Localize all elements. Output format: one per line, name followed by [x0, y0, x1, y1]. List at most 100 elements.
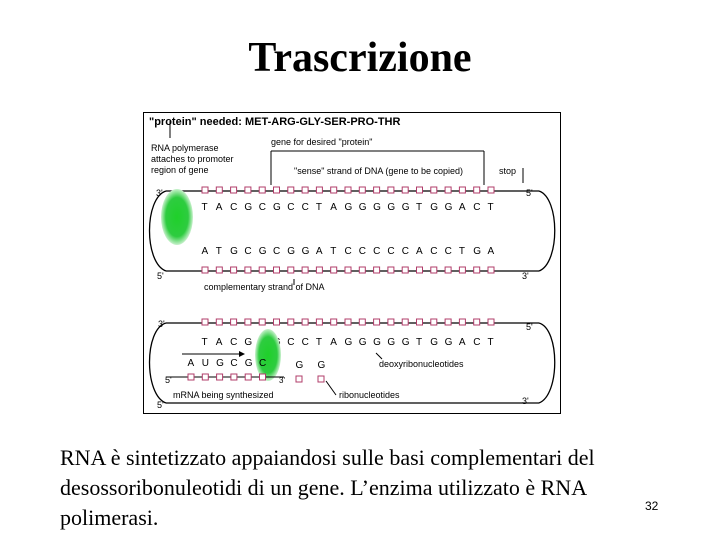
comp-nucleotide: [373, 266, 381, 274]
bottom-sense-nucleotide: [301, 318, 309, 326]
comp-nucleotide: [473, 266, 481, 274]
comp-nucleotide: [416, 266, 423, 274]
bottom-sense-nucleotide: [201, 318, 209, 326]
comp-base: C: [402, 246, 409, 257]
comp-nucleotide: [444, 266, 452, 274]
comp-nucleotide: [230, 266, 238, 274]
bottom-sense-nucleotide: [215, 318, 223, 326]
comp-base: C: [345, 246, 352, 257]
mrna-nucleotide: [187, 373, 195, 381]
bottom-sense-base: C: [473, 337, 480, 348]
bottom-sense-nucleotide: [358, 318, 366, 326]
sense-base: C: [473, 202, 480, 213]
transcription-diagram: "protein" needed: MET-ARG-GLY-SER-PRO-TH…: [143, 112, 561, 414]
sense-nucleotide: [201, 186, 209, 194]
sense-base: G: [373, 202, 381, 213]
sense-base: C: [230, 202, 237, 213]
bottom-sense-nucleotide: [244, 318, 252, 326]
sense-nucleotide: [315, 186, 323, 194]
ribo-pointer: [325, 380, 337, 396]
ribonucleotides-label: ribonucleotides: [339, 390, 400, 400]
bottom-sense-nucleotide: [258, 318, 266, 326]
mrna-label: mRNA being synthesized: [173, 390, 274, 400]
comp-nucleotide: [387, 266, 395, 274]
comp-base: T: [459, 246, 465, 257]
bottom-sense-base: A: [216, 337, 223, 348]
bottom-sense-base: T: [416, 337, 422, 348]
helix-left-curve: [148, 190, 167, 272]
comp-base: T: [330, 246, 336, 257]
comp-base: G: [259, 246, 267, 257]
comp-base: G: [302, 246, 310, 257]
comp-base: A: [488, 246, 495, 257]
deoxy-pointer: [375, 352, 383, 360]
mrna-base: C: [259, 358, 266, 369]
bottom-sense-nucleotide: [315, 318, 323, 326]
comp-base: C: [430, 246, 437, 257]
bottom-sense-base: G: [244, 337, 252, 348]
bottom-sense-base: G: [402, 337, 410, 348]
sense-nucleotide: [301, 186, 309, 194]
sense-strand-label: "sense" strand of DNA (gene to be copied…: [294, 166, 463, 176]
mrna-base: U: [202, 358, 209, 369]
bottom-sense-base: T: [202, 337, 208, 348]
sense-base: G: [402, 202, 410, 213]
bottom-sense-nucleotide: [287, 318, 295, 326]
sense-nucleotide: [487, 186, 495, 194]
comp-nucleotide: [458, 266, 466, 274]
bottom-right-curve: [538, 322, 556, 404]
gene-label: gene for desired "protein": [271, 137, 372, 147]
comp-nucleotide: [258, 266, 266, 274]
comp-nucleotide: [273, 266, 280, 274]
bottom-sense-base: C: [287, 337, 294, 348]
bottom-sense-nucleotide: [444, 318, 452, 326]
sense-nucleotide: [330, 186, 338, 194]
rna-polymerase-top: [161, 189, 193, 245]
comp-nucleotide: [244, 266, 252, 274]
sense-base: C: [259, 202, 266, 213]
sense-base: G: [430, 202, 438, 213]
top-comp-3prime: 3': [522, 271, 529, 281]
sense-base: G: [345, 202, 353, 213]
bottom-sense-base: G: [345, 337, 353, 348]
mrna-nucleotide: [244, 373, 252, 381]
sense-nucleotide: [344, 186, 352, 194]
comp-base: A: [416, 246, 423, 257]
comp-nucleotide: [301, 266, 309, 274]
comp-base: G: [230, 246, 238, 257]
free-ribonucleotide: [317, 375, 325, 383]
sense-nucleotide: [430, 186, 438, 194]
bottom-sense-base: C: [230, 337, 237, 348]
bottom-sense-nucleotide: [273, 318, 280, 326]
comp-base: A: [202, 246, 209, 257]
comp-nucleotide: [487, 266, 495, 274]
comp-nucleotide: [430, 266, 438, 274]
bottom-sense-nucleotide: [344, 318, 352, 326]
helix-right-curve: [538, 190, 556, 272]
comp-base: C: [273, 246, 280, 257]
bottom-sense-nucleotide: [458, 318, 466, 326]
mrna-5prime: 5': [165, 375, 172, 385]
sense-base: G: [359, 202, 367, 213]
comp-nucleotide: [358, 266, 366, 274]
sense-nucleotide: [401, 186, 409, 194]
mrna-nucleotide: [230, 373, 238, 381]
bottom-sense-5prime: 5': [526, 322, 533, 332]
sense-base: T: [202, 202, 208, 213]
mrna-base: G: [245, 358, 253, 369]
comp-nucleotide: [330, 266, 338, 274]
bottom-sense-base: G: [430, 337, 438, 348]
mrna-3prime: 3': [279, 376, 285, 385]
comp-base: T: [216, 246, 222, 257]
slide-caption: RNA è sintetizzato appaiandosi sulle bas…: [60, 445, 595, 530]
sense-base: A: [216, 202, 223, 213]
rna-polymerase-bottom: [255, 329, 281, 381]
free-ribo-base: G: [318, 360, 326, 371]
top-sense-5prime: 5': [526, 188, 533, 198]
comp-base: G: [287, 246, 295, 257]
top-comp-5prime: 5': [157, 271, 164, 281]
deoxy-label: deoxyribonucleotides: [379, 359, 464, 369]
top-sense-3prime: 3': [156, 188, 163, 198]
bottom-sense-base: T: [488, 337, 494, 348]
bottom-sense-nucleotide: [416, 318, 423, 326]
